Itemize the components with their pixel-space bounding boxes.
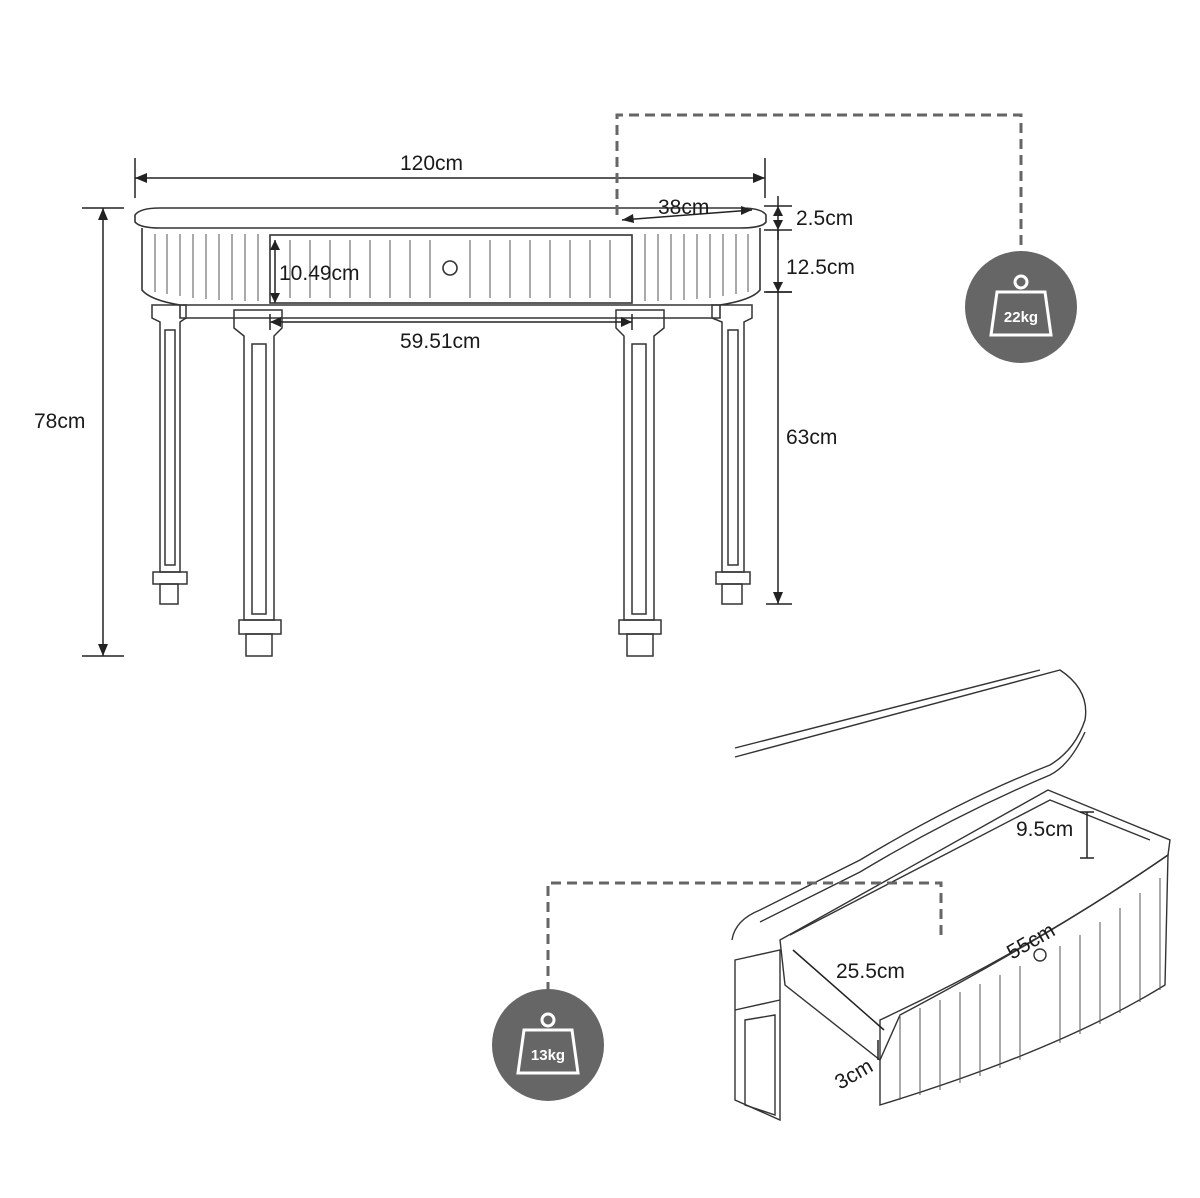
label-leg-height: 63cm [786, 426, 837, 449]
weight-label-13kg: 13kg [531, 1047, 565, 1064]
apron-bottom-rail [179, 305, 721, 319]
drawer-knob [442, 260, 458, 276]
label-drawer-length: 55cm [1003, 919, 1059, 965]
table-legs [151, 304, 753, 657]
leg-back-right [711, 304, 753, 605]
label-drawer-front-width: 59.51cm [400, 330, 481, 353]
drawer-front-curved [879, 853, 1169, 1106]
drawer-front [269, 234, 633, 304]
apron [141, 228, 761, 306]
apron-slats-left [154, 234, 259, 301]
drawer-box [779, 789, 1171, 1062]
label-drawer-depth: 9.5cm [1016, 818, 1073, 841]
weight-label-22kg: 22kg [1004, 309, 1038, 326]
dimension-lines-main [82, 158, 792, 657]
dimension-lines-drawer [792, 811, 1094, 1060]
leg-back-left [151, 304, 188, 605]
apron-slats-right [644, 234, 749, 301]
leg-front-left [233, 309, 283, 657]
console-table-front-view [134, 207, 767, 319]
label-top-thickness: 2.5cm [796, 207, 853, 230]
leg-front-right [615, 309, 665, 657]
label-total-width: 120cm [400, 152, 463, 175]
detail-drawer-knob [1033, 948, 1047, 962]
drawer-slats [289, 240, 611, 298]
weight-badge-22kg: 22kg [615, 113, 1077, 363]
tabletop [134, 207, 767, 229]
drawer-front-slats [899, 878, 1161, 1100]
label-total-height: 78cm [34, 410, 85, 433]
label-drawer-side: 3cm [831, 1055, 877, 1095]
weight-icon [989, 274, 1053, 337]
weight-icon [516, 1012, 580, 1075]
label-apron-height: 12.5cm [786, 256, 855, 279]
drawer-detail-view [731, 669, 1171, 1122]
detail-tabletop-edge [731, 669, 1087, 941]
label-drawer-width: 25.5cm [836, 960, 905, 983]
label-drawer-front-height: 10.49cm [279, 262, 360, 285]
label-depth: 38cm [658, 196, 709, 219]
weight-badge-13kg: 13kg [492, 881, 943, 1101]
